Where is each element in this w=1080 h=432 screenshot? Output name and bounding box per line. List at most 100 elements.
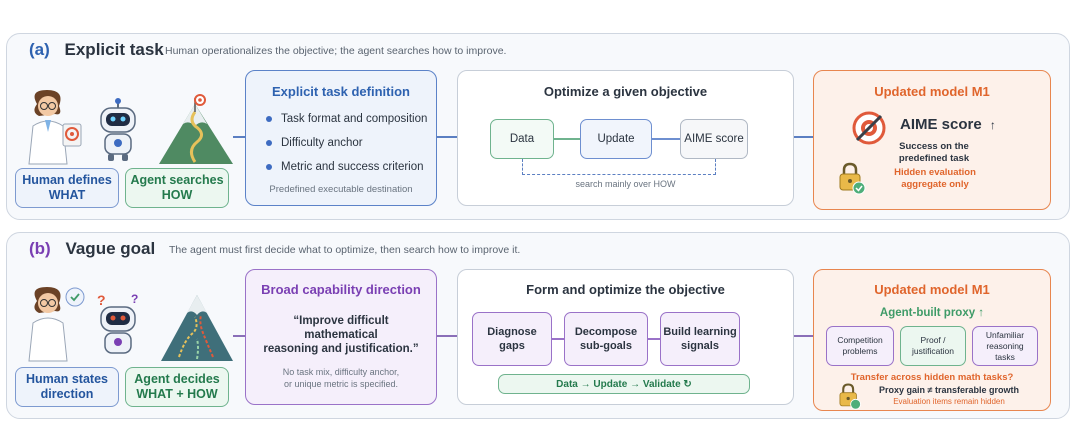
human-thinking-icon <box>28 287 85 362</box>
definition-note: Predefined executable destination <box>269 184 413 195</box>
chip-line-2: justification <box>911 346 955 356</box>
step-line-1: Diagnose <box>487 326 537 338</box>
quote-line-2: mathematical <box>304 329 378 341</box>
updated-model-card: Updated model M1 AIME score ↑ Success on… <box>813 70 1051 210</box>
optimize-objective-card: Optimize a given objective Data Update A… <box>457 70 794 206</box>
panel-b-tag: (b) <box>29 239 51 258</box>
aime-score-label: AIME score ↑ <box>900 116 996 133</box>
proxy-gain-text: Proxy gain ≠ transferable growth <box>879 385 1019 395</box>
panel-a-name: Explicit task <box>64 40 164 59</box>
hidden-line-1: Hidden evaluation <box>894 167 976 178</box>
definition-title: Explicit task definition <box>272 84 410 99</box>
definition-item: Metric and success criterion <box>266 161 424 173</box>
connector <box>794 335 813 337</box>
chip-line-2: problems <box>842 346 878 356</box>
data-update-validate-loop: Data → Update → Validate ↻ <box>498 374 750 394</box>
human-scientist-icon <box>28 90 82 165</box>
aime-score-node: AIME score <box>680 119 748 159</box>
chip-line-3: tasks <box>995 351 1015 362</box>
search-note: search mainly over HOW <box>575 179 676 189</box>
result-title: Updated model M1 <box>874 84 990 99</box>
build-learning-signals-step: Build learning signals <box>660 312 740 366</box>
definition-item-text: Difficulty anchor <box>281 137 363 149</box>
chip-line-1: Proof / <box>920 335 946 345</box>
success-text: Success on the predefined task <box>886 141 982 165</box>
panel-a-title: (a) Explicit task <box>29 40 164 60</box>
agent-label-line-2: WHAT + HOW <box>136 387 218 401</box>
update-node: Update <box>580 119 652 159</box>
direction-title: Broad capability direction <box>261 282 421 297</box>
chip-proof: Proof /justification <box>900 326 966 366</box>
panel-a-tag: (a) <box>29 40 50 59</box>
connector <box>437 136 457 138</box>
agent-built-proxy: Agent-built proxy ↑ <box>879 307 985 319</box>
diagnose-gaps-step: Diagnose gaps <box>472 312 552 366</box>
chip-line-1: Unfamiliar <box>985 329 1025 340</box>
node-link <box>554 138 580 140</box>
svg-text:?: ? <box>131 292 138 306</box>
panel-b-title: (b) Vague goal <box>29 239 155 259</box>
data-node: Data <box>490 119 554 159</box>
no-target-icon <box>852 111 886 145</box>
connector <box>437 335 457 337</box>
up-arrow-icon: ↑ <box>989 118 996 132</box>
note-line-2: or unique metric is specified. <box>283 379 399 389</box>
quote-line-1: “Improve difficult <box>293 315 389 327</box>
svg-text:?: ? <box>97 292 106 308</box>
result-b-title: Updated model M1 <box>874 282 990 297</box>
search-loop <box>522 159 716 175</box>
step-link <box>648 338 660 340</box>
step-line-1: Build learning <box>663 326 737 338</box>
quote-line-3: reasoning and justification.” <box>263 343 419 355</box>
lock-icon <box>839 383 861 410</box>
panel-vague-goal: (b) Vague goal The agent must first deci… <box>6 232 1070 419</box>
optimize-title: Optimize a given objective <box>543 84 708 99</box>
definition-item: Difficulty anchor <box>266 137 363 149</box>
lock-icon <box>839 162 866 195</box>
human-label-line-2: direction <box>40 387 94 401</box>
definition-item: Task format and composition <box>266 113 427 125</box>
agent-label-line-2: HOW <box>161 188 193 202</box>
hidden-line-2: aggregate only <box>901 179 969 190</box>
step-line-2: signals <box>681 340 719 352</box>
mountain-goal-icon <box>159 94 233 164</box>
transfer-question: Transfer across hidden math tasks? <box>850 372 1014 383</box>
step-link <box>552 338 564 340</box>
explicit-task-definition-card: Explicit task definition Task format and… <box>245 70 437 206</box>
confused-robot-icon: ? ? <box>97 292 138 354</box>
definition-item-text: Metric and success criterion <box>281 161 424 173</box>
agent-label-line-1: Agent decides <box>134 372 220 386</box>
hidden-items-text: Evaluation items remain hidden <box>893 397 1005 406</box>
step-line-1: Decompose <box>574 326 638 338</box>
bullet-dot <box>266 163 272 170</box>
node-link <box>652 138 680 140</box>
bullet-dot <box>266 115 272 122</box>
note-line-1: No task mix, difficulty anchor, <box>282 367 400 377</box>
form-optimize-objective-card: Form and optimize the objective Diagnose… <box>457 269 794 405</box>
success-line-2: predefined task <box>898 153 970 164</box>
broad-capability-direction-card: Broad capability direction “Improve diff… <box>245 269 437 405</box>
human-label-line-1: Human defines <box>22 173 112 187</box>
panel-a-subtitle: Human operationalizes the objective; the… <box>165 45 507 57</box>
step-line-2: sub-goals <box>580 340 632 352</box>
connector <box>233 136 245 138</box>
connector <box>233 335 245 337</box>
success-line-1: Success on the <box>899 141 969 152</box>
step-line-2: gaps <box>499 340 525 352</box>
connector <box>794 136 813 138</box>
direction-note: No task mix, difficulty anchor, or uniqu… <box>246 366 436 390</box>
mountain-paths-icon <box>161 295 233 361</box>
score-text: AIME score <box>900 116 982 133</box>
agent-label-line-1: Agent searches <box>130 173 224 187</box>
robot-icon <box>100 98 136 161</box>
chip-line-1: Competition <box>837 335 883 345</box>
human-label-line-1: Human states <box>26 372 108 386</box>
human-label-line-2: WHAT <box>48 188 86 202</box>
definition-item-text: Task format and composition <box>281 113 428 125</box>
form-title: Form and optimize the objective <box>526 282 725 297</box>
panel-b-subtitle: The agent must first decide what to opti… <box>169 244 521 256</box>
